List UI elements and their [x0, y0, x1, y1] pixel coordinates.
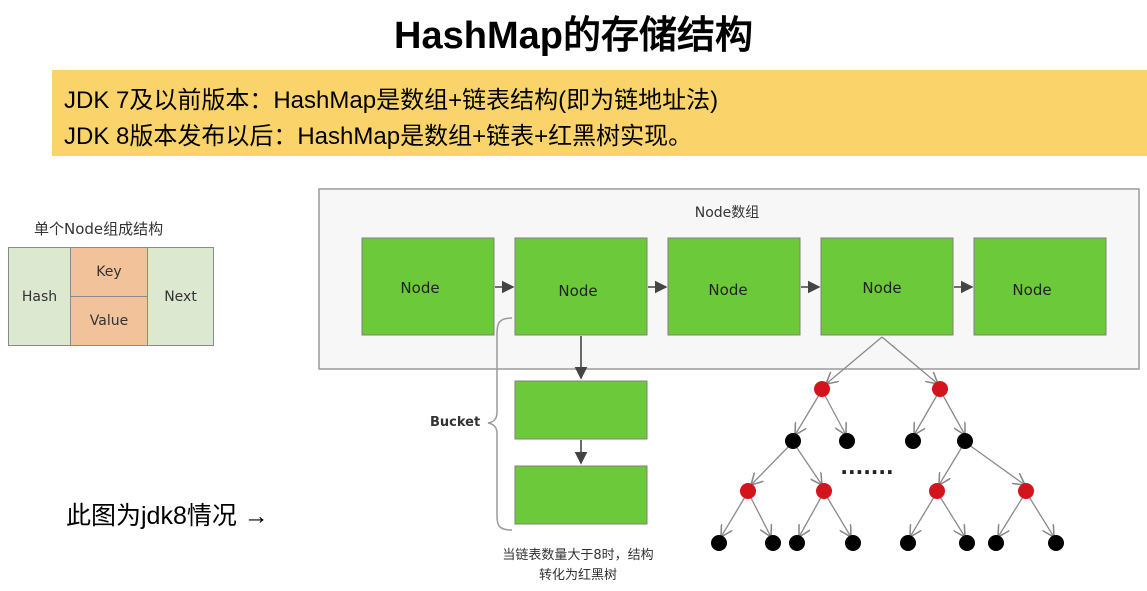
bucket-label: Bucket — [430, 415, 480, 430]
rb-tree-edges — [721, 336, 1054, 537]
rb-black-node — [711, 535, 727, 551]
banner-line-jdk8: JDK 8版本发布以后：HashMap是数组+链表+红黑树实现。 — [64, 123, 693, 150]
bucket-node-2 — [514, 465, 648, 525]
rb-black-node — [988, 535, 1004, 551]
rb-black-node — [789, 535, 805, 551]
array-node-2-label: Node — [708, 281, 747, 299]
rb-black-node — [1048, 535, 1064, 551]
array-node-2 — [667, 237, 801, 336]
rb-black-node — [839, 433, 855, 449]
node-value-cell: Value — [70, 296, 148, 346]
rb-black-node — [905, 433, 921, 449]
rb-black-node — [845, 535, 861, 551]
info-banner: JDK 7及以前版本：HashMap是数组+链表结构(即为链地址法) JDK 8… — [52, 70, 1147, 156]
jdk8-note: 此图为jdk8情况 → — [66, 502, 269, 530]
array-node-0 — [361, 237, 495, 336]
node-next-cell: Next — [147, 247, 214, 346]
rb-red-node — [929, 483, 945, 499]
node-struct-title: 单个Node组成结构 — [34, 220, 164, 238]
rb-tree-nodes — [711, 381, 1064, 551]
node-array-items: Node Node Node Node Node — [361, 237, 1107, 336]
bucket-note-line1: 当链表数量大于8时，结构 — [502, 548, 653, 563]
bucket-brace — [487, 317, 513, 531]
bucket-node-1 — [514, 380, 648, 440]
banner-line-jdk7: JDK 7及以前版本：HashMap是数组+链表结构(即为链地址法) — [64, 87, 719, 114]
rb-red-node — [740, 483, 756, 499]
rb-red-node — [814, 381, 830, 397]
node-struct-diagram: Hash Key Value Next — [8, 247, 214, 346]
array-node-0-label: Node — [400, 279, 439, 297]
array-node-1-label: Node — [558, 282, 597, 300]
page-title: HashMap的存储结构 — [394, 15, 753, 57]
array-node-3-label: Node — [862, 279, 901, 297]
rb-black-node — [785, 433, 801, 449]
tree-ellipsis: ······· — [840, 460, 893, 484]
rb-red-node — [1018, 483, 1034, 499]
array-node-3 — [820, 237, 954, 336]
array-node-4-label: Node — [1012, 281, 1051, 299]
rb-red-node — [932, 381, 948, 397]
rb-black-node — [765, 535, 781, 551]
rb-red-node — [816, 483, 832, 499]
rb-black-node — [900, 535, 916, 551]
array-node-4 — [973, 237, 1107, 336]
array-node-1 — [514, 237, 648, 336]
rb-black-node — [957, 433, 973, 449]
rb-black-node — [959, 535, 975, 551]
node-hash-cell: Hash — [8, 247, 71, 346]
bucket-note-line2: 转化为红黑树 — [539, 567, 617, 583]
node-array-label: Node数组 — [695, 205, 760, 221]
